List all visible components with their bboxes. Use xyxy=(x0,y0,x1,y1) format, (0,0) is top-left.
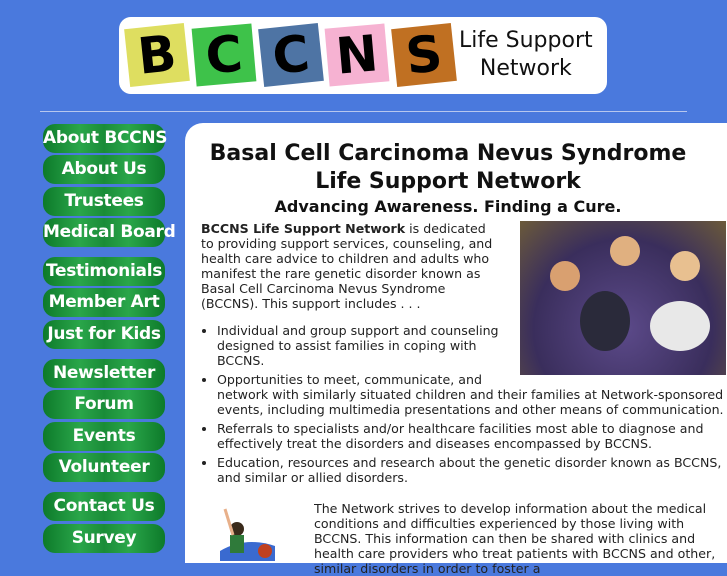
logo-tile-n: N xyxy=(324,23,390,87)
logo-line2: Network xyxy=(479,56,572,81)
network-paragraph: The Network strives to develop informati… xyxy=(314,501,716,576)
nav-member-art[interactable]: Member Art xyxy=(43,288,165,318)
title-line2: Life Support Network xyxy=(315,169,581,194)
list-item: Opportunities to meet, communicate, and … xyxy=(217,372,726,417)
kids-clipart xyxy=(220,508,275,561)
nav-contact-us[interactable]: Contact Us xyxy=(43,492,165,522)
nav-about-us[interactable]: About Us xyxy=(43,155,165,185)
list-item: Individual and group support and counsel… xyxy=(217,323,726,368)
nav-survey[interactable]: Survey xyxy=(43,523,165,553)
title-line1: Basal Cell Carcinoma Nevus Syndrome xyxy=(209,141,687,166)
nav-just-for-kids[interactable]: Just for Kids xyxy=(43,319,165,349)
logo-tile-c2: C xyxy=(258,23,324,87)
logo-tile-b: B xyxy=(124,23,190,87)
logo-tile-s: S xyxy=(391,23,457,87)
list-item: Education, resources and research about … xyxy=(217,455,726,485)
list-item: Referrals to specialists and/or healthca… xyxy=(217,421,726,451)
nav-forum[interactable]: Forum xyxy=(43,390,165,420)
support-group-photo xyxy=(520,221,726,375)
logo-tile-c1: C xyxy=(191,23,257,87)
nav-testimonials[interactable]: Testimonials xyxy=(43,257,165,287)
nav-trustees[interactable]: Trustees xyxy=(43,186,165,216)
intro-paragraph: BCCNS Life Support Network is dedicated … xyxy=(201,221,496,311)
sidebar-nav: About BCCNS About Us Trustees Medical Bo… xyxy=(43,124,176,555)
logo-line1: Life Support xyxy=(459,28,593,53)
nav-volunteer[interactable]: Volunteer xyxy=(43,452,165,482)
nav-about-bccns[interactable]: About BCCNS xyxy=(43,124,168,153)
nav-events[interactable]: Events xyxy=(43,421,165,451)
page-subtitle: Advancing Awareness. Finding a Cure. xyxy=(274,197,622,216)
services-list: Individual and group support and counsel… xyxy=(217,323,726,485)
nav-newsletter[interactable]: Newsletter xyxy=(43,359,165,389)
intro-text: is dedicated to providing support servic… xyxy=(201,221,493,311)
header-divider xyxy=(40,111,687,112)
nav-medical-board[interactable]: Medical Board xyxy=(43,217,176,247)
intro-org-name: BCCNS Life Support Network xyxy=(201,221,406,236)
